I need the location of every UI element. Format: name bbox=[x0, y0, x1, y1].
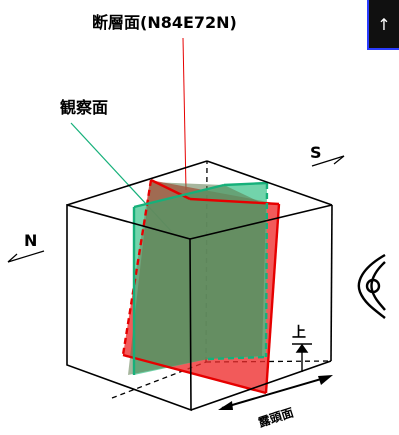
north-arrow bbox=[7, 250, 45, 263]
up-arrow bbox=[292, 343, 312, 372]
observation-plane-edges bbox=[132, 181, 269, 375]
fault-plane-edges bbox=[121, 178, 281, 395]
observation-plane-label: 観察面 bbox=[60, 98, 108, 117]
eye-icon bbox=[357, 253, 386, 319]
scroll-up-button[interactable]: ↑ bbox=[367, 0, 399, 50]
fault-plane-leader bbox=[182, 37, 187, 191]
outcrop-face-label: 露頭面 bbox=[257, 405, 296, 429]
plane-overlap bbox=[128, 182, 266, 375]
arrow-up-icon: ↑ bbox=[377, 14, 391, 34]
outcrop-face-arrow bbox=[218, 375, 333, 410]
south-label: S bbox=[310, 143, 322, 162]
cube-outline bbox=[66, 160, 333, 412]
north-label: N bbox=[24, 231, 37, 250]
south-arrow bbox=[311, 155, 345, 167]
fault-plane-label: 断層面(N84E72N) bbox=[92, 13, 237, 32]
up-label: 上 bbox=[292, 325, 306, 341]
